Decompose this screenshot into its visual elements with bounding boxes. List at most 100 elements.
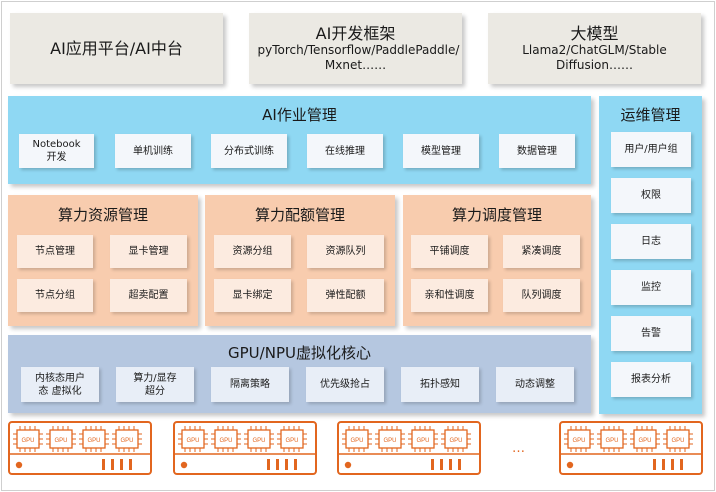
resource-item: 节点分组 bbox=[17, 279, 93, 312]
drive-bay-icon bbox=[276, 459, 279, 470]
svg-text:GPU: GPU bbox=[449, 438, 462, 444]
drive-bay-icon bbox=[458, 459, 461, 470]
ops-item: 告警 bbox=[611, 316, 691, 351]
ai-job-title: AI作业管理 bbox=[262, 106, 337, 124]
gpu-chip-icon: GPU bbox=[564, 426, 594, 452]
ai-platform-box: AI应用平台/AI中台 bbox=[10, 13, 223, 84]
power-led-icon bbox=[15, 461, 23, 469]
gpu-chip-icon: GPU bbox=[342, 426, 372, 452]
schedule-item: 亲和性调度 bbox=[411, 279, 488, 312]
ai-platform-label: AI应用平台/AI中台 bbox=[50, 39, 183, 58]
compute-schedule-title: 算力调度管理 bbox=[451, 206, 542, 224]
gpu-server: GPU GPU GPU GPU bbox=[337, 421, 481, 475]
drive-bay-icon bbox=[129, 459, 132, 470]
gpu-chip-icon: GPU bbox=[408, 426, 438, 452]
job-item: 分布式训练 bbox=[211, 134, 287, 168]
gpu-chip-icon: GPU bbox=[277, 426, 307, 452]
quota-item: 弹性配额 bbox=[307, 279, 384, 312]
quota-item: 资源分组 bbox=[214, 235, 291, 268]
ops-title: 运维管理 bbox=[620, 106, 681, 124]
svg-text:GPU: GPU bbox=[416, 438, 429, 444]
svg-text:GPU: GPU bbox=[252, 438, 265, 444]
svg-text:GPU: GPU bbox=[383, 438, 396, 444]
large-model-title: 大模型 bbox=[570, 24, 619, 43]
drive-bay-icon bbox=[294, 459, 297, 470]
svg-text:GPU: GPU bbox=[572, 438, 585, 444]
gpu-chip-icon: GPU bbox=[663, 426, 693, 452]
job-item: 模型管理 bbox=[403, 134, 479, 168]
svg-text:GPU: GPU bbox=[671, 438, 684, 444]
ops-item: 权限 bbox=[611, 178, 691, 213]
ops-item: 监控 bbox=[611, 270, 691, 305]
svg-text:GPU: GPU bbox=[87, 438, 100, 444]
svg-text:GPU: GPU bbox=[54, 438, 67, 444]
virtualization-core-title: GPU/NPU虚拟化核心 bbox=[228, 344, 371, 362]
svg-text:GPU: GPU bbox=[350, 438, 363, 444]
resource-item: 超卖配置 bbox=[110, 279, 187, 312]
svg-text:GPU: GPU bbox=[219, 438, 232, 444]
ai-framework-box: AI开发框架 pyTorch/Tensorflow/PaddlePaddle/ … bbox=[249, 13, 462, 84]
gpu-chip-icon: GPU bbox=[597, 426, 627, 452]
compute-resource-title: 算力资源管理 bbox=[57, 206, 148, 224]
virtualization-core-panel: GPU/NPU虚拟化核心 内核态用户态 虚拟化 算力/显存 超分 隔离策略 优先… bbox=[8, 335, 591, 413]
core-item: 动态调整 bbox=[496, 367, 574, 402]
schedule-item: 紧凑调度 bbox=[503, 235, 580, 268]
core-item: 内核态用户态 虚拟化 bbox=[21, 367, 99, 402]
drive-bay-icon bbox=[120, 459, 123, 470]
job-item: 在线推理 bbox=[307, 134, 383, 168]
gpu-server: GPU GPU GPU GPU bbox=[559, 421, 703, 475]
compute-schedule-panel: 算力调度管理 平铺调度 紧凑调度 亲和性调度 队列调度 bbox=[403, 195, 591, 326]
drive-bay-icon bbox=[680, 459, 683, 470]
svg-text:GPU: GPU bbox=[21, 438, 34, 444]
core-item: 隔离策略 bbox=[211, 367, 289, 402]
gpu-chip-icon: GPU bbox=[375, 426, 405, 452]
quota-item: 显卡绑定 bbox=[214, 279, 291, 312]
gpu-chip-icon: GPU bbox=[244, 426, 274, 452]
power-led-icon bbox=[344, 461, 352, 469]
power-led-icon bbox=[566, 461, 574, 469]
svg-text:GPU: GPU bbox=[638, 438, 651, 444]
ai-job-panel: AI作业管理 Notebook 开发 单机训练 分布式训练 在线推理 模型管理 … bbox=[8, 96, 591, 184]
gpu-chip-icon: GPU bbox=[441, 426, 471, 452]
drive-bay-icon bbox=[431, 459, 434, 470]
drive-bay-icon bbox=[662, 459, 665, 470]
power-led-icon bbox=[180, 461, 188, 469]
job-item: 数据管理 bbox=[499, 134, 575, 168]
large-model-list: Llama2/ChatGLM/Stable Diffusion…… bbox=[522, 43, 667, 72]
gpu-chip-icon: GPU bbox=[112, 426, 142, 452]
svg-text:GPU: GPU bbox=[120, 438, 133, 444]
core-item: 算力/显存 超分 bbox=[116, 367, 194, 402]
compute-resource-panel: 算力资源管理 节点管理 显卡管理 节点分组 超卖配置 bbox=[8, 195, 198, 326]
ops-panel: 运维管理 用户/用户组 权限 日志 监控 告警 报表分析 bbox=[599, 96, 702, 414]
gpu-chip-icon: GPU bbox=[178, 426, 208, 452]
resource-item: 节点管理 bbox=[17, 235, 93, 268]
quota-item: 资源队列 bbox=[307, 235, 384, 268]
large-model-box: 大模型 Llama2/ChatGLM/Stable Diffusion…… bbox=[488, 13, 701, 84]
svg-text:GPU: GPU bbox=[186, 438, 199, 444]
gpu-server: GPU GPU GPU GPU bbox=[173, 421, 317, 475]
job-item: 单机训练 bbox=[115, 134, 191, 168]
drive-bay-icon bbox=[671, 459, 674, 470]
schedule-item: 队列调度 bbox=[503, 279, 580, 312]
drive-bay-icon bbox=[440, 459, 443, 470]
ai-framework-title: AI开发框架 bbox=[315, 24, 396, 43]
gpu-server: GPU GPU GPU GPU bbox=[8, 421, 152, 475]
ops-item: 用户/用户组 bbox=[611, 132, 691, 167]
gpu-chip-icon: GPU bbox=[211, 426, 241, 452]
compute-quota-title: 算力配额管理 bbox=[254, 206, 345, 224]
drive-bay-icon bbox=[653, 459, 656, 470]
core-item: 拓扑感知 bbox=[401, 367, 479, 402]
drive-bay-icon bbox=[111, 459, 114, 470]
resource-item: 显卡管理 bbox=[110, 235, 187, 268]
drive-bay-icon bbox=[267, 459, 270, 470]
svg-text:GPU: GPU bbox=[285, 438, 298, 444]
ops-item: 报表分析 bbox=[611, 362, 691, 397]
gpu-chip-icon: GPU bbox=[630, 426, 660, 452]
drive-bay-icon bbox=[285, 459, 288, 470]
gpu-chip-icon: GPU bbox=[46, 426, 76, 452]
gpu-chip-icon: GPU bbox=[79, 426, 109, 452]
job-item: Notebook 开发 bbox=[19, 134, 94, 168]
more-servers-ellipsis: … bbox=[512, 441, 526, 456]
gpu-chip-icon: GPU bbox=[13, 426, 43, 452]
